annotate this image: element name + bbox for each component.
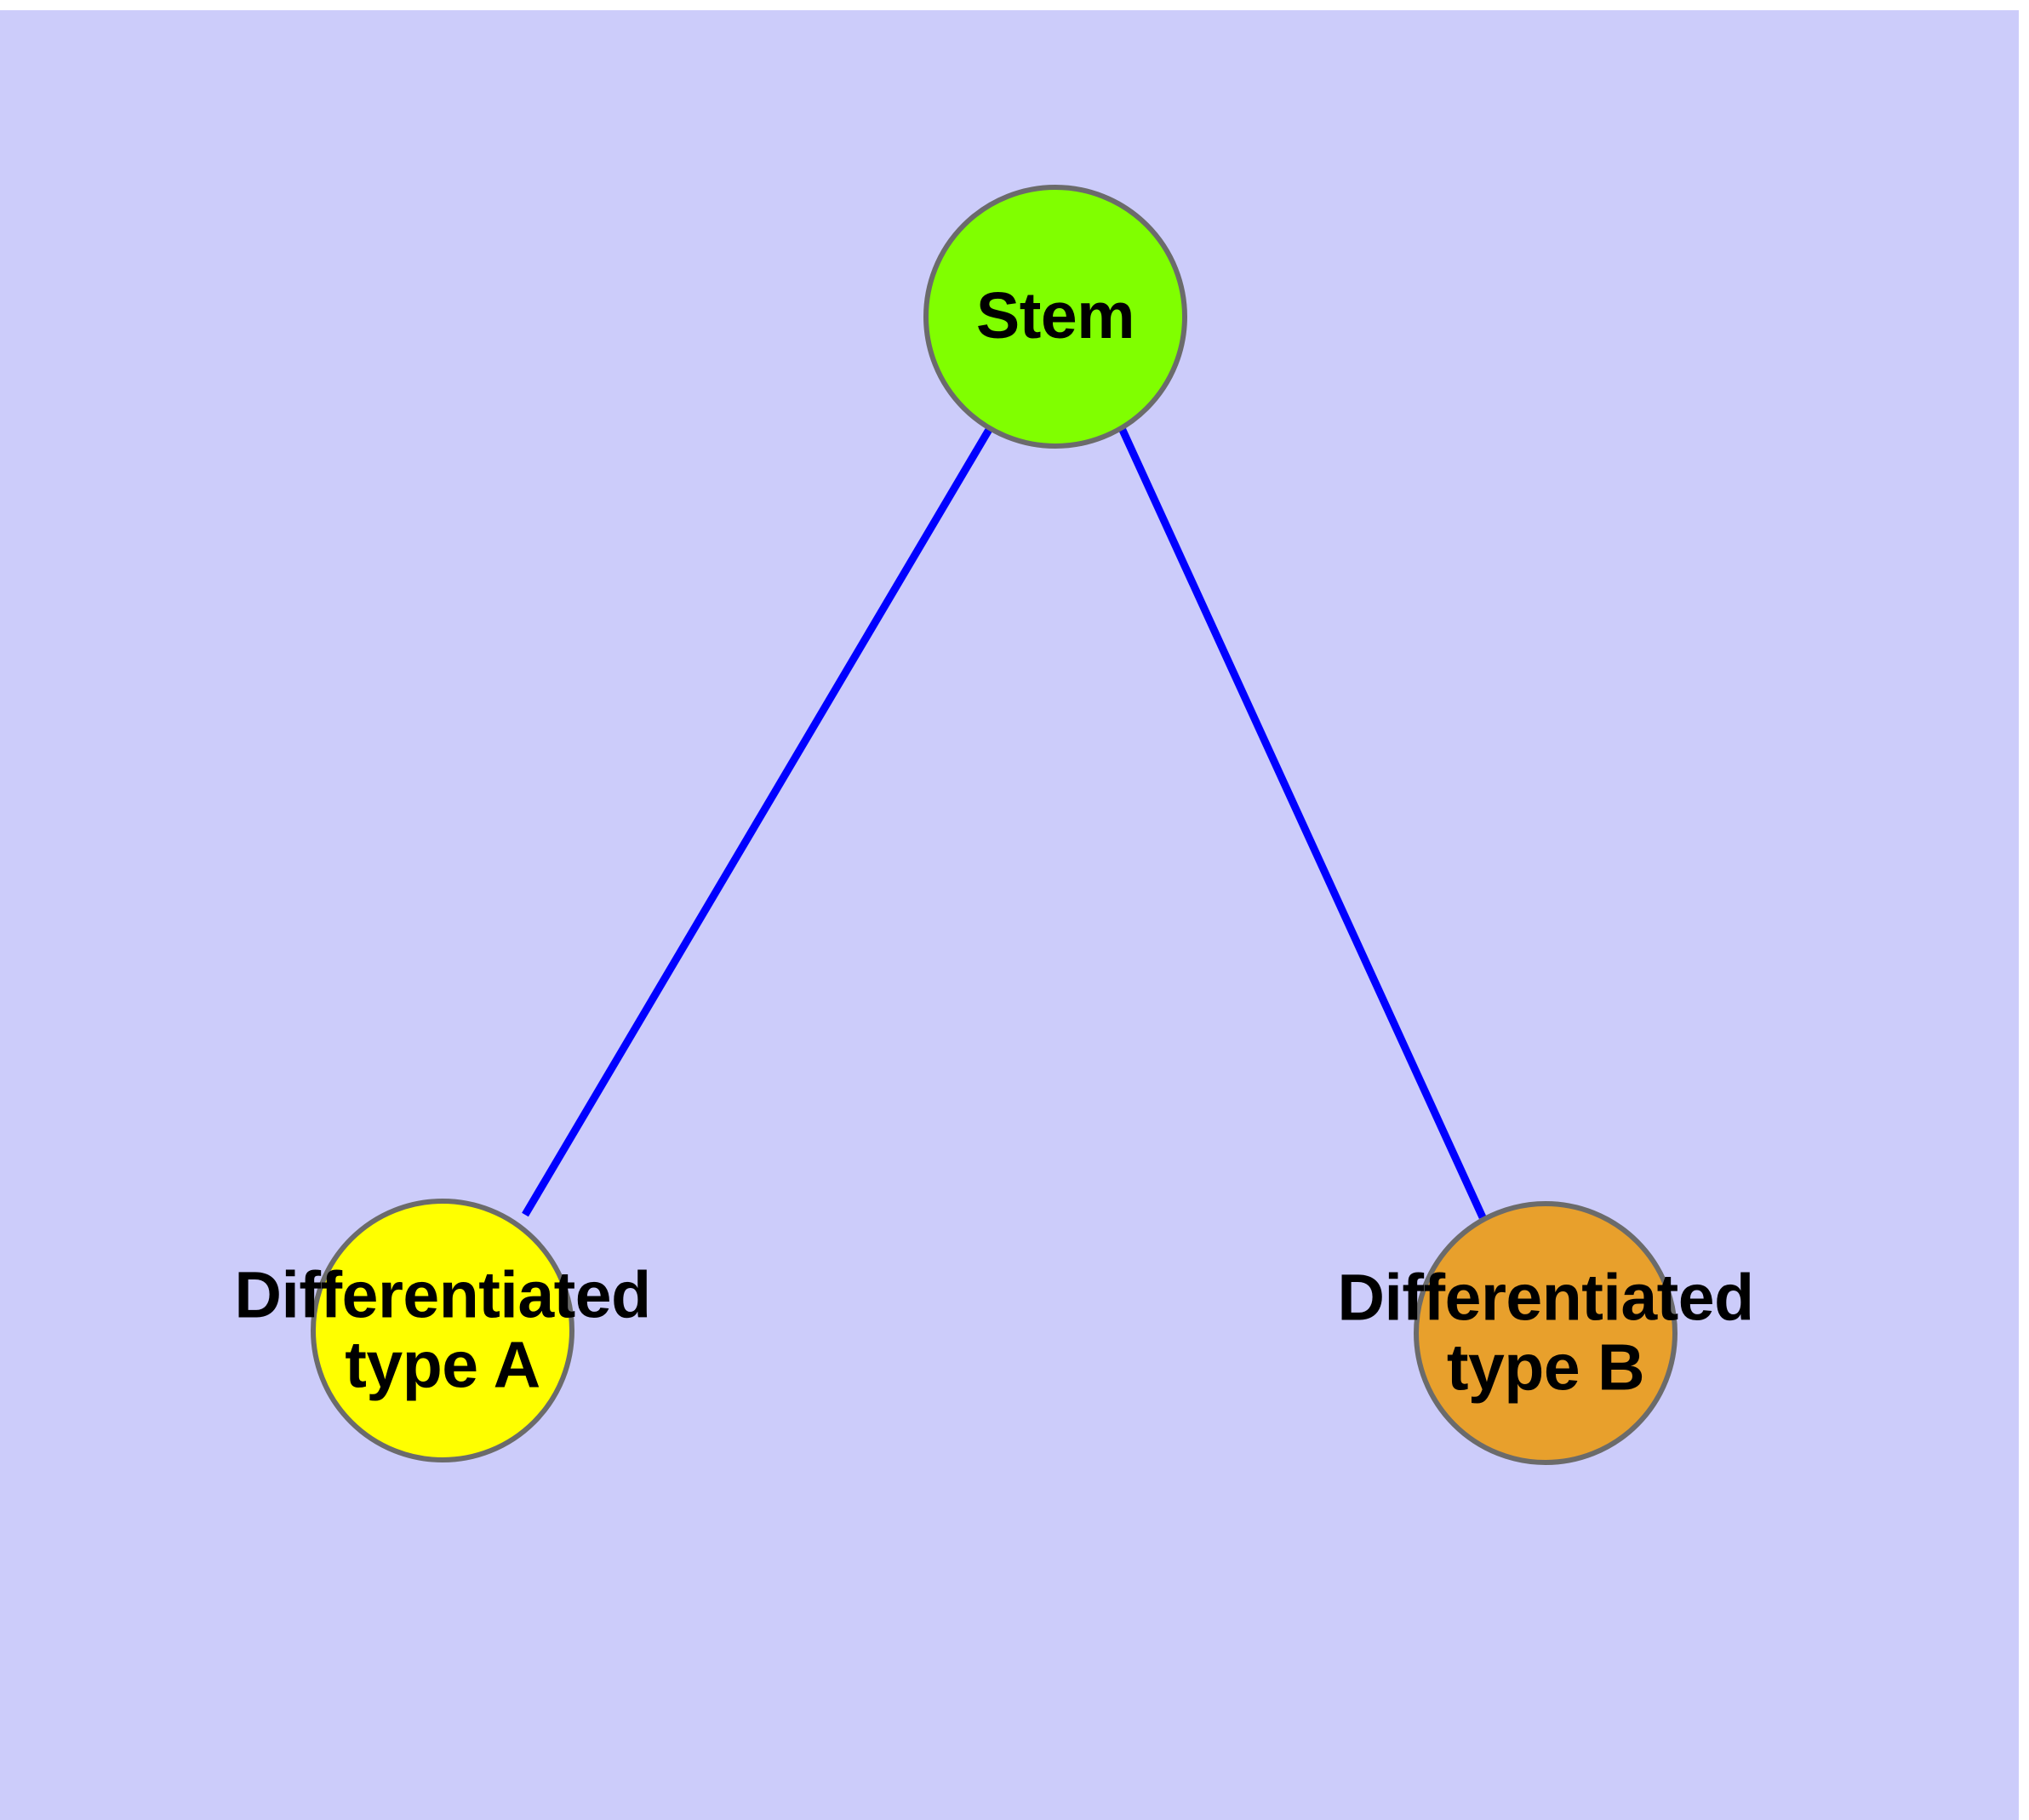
edges-group xyxy=(522,426,1487,1219)
graph-edge[interactable] xyxy=(522,426,993,1217)
nodes-group xyxy=(311,185,1677,1465)
graph-node-stem[interactable] xyxy=(923,185,1187,449)
graph-node-diff_b[interactable] xyxy=(1414,1201,1677,1465)
graph-edge[interactable] xyxy=(1117,426,1487,1219)
graph-node-diff_a[interactable] xyxy=(311,1199,574,1462)
